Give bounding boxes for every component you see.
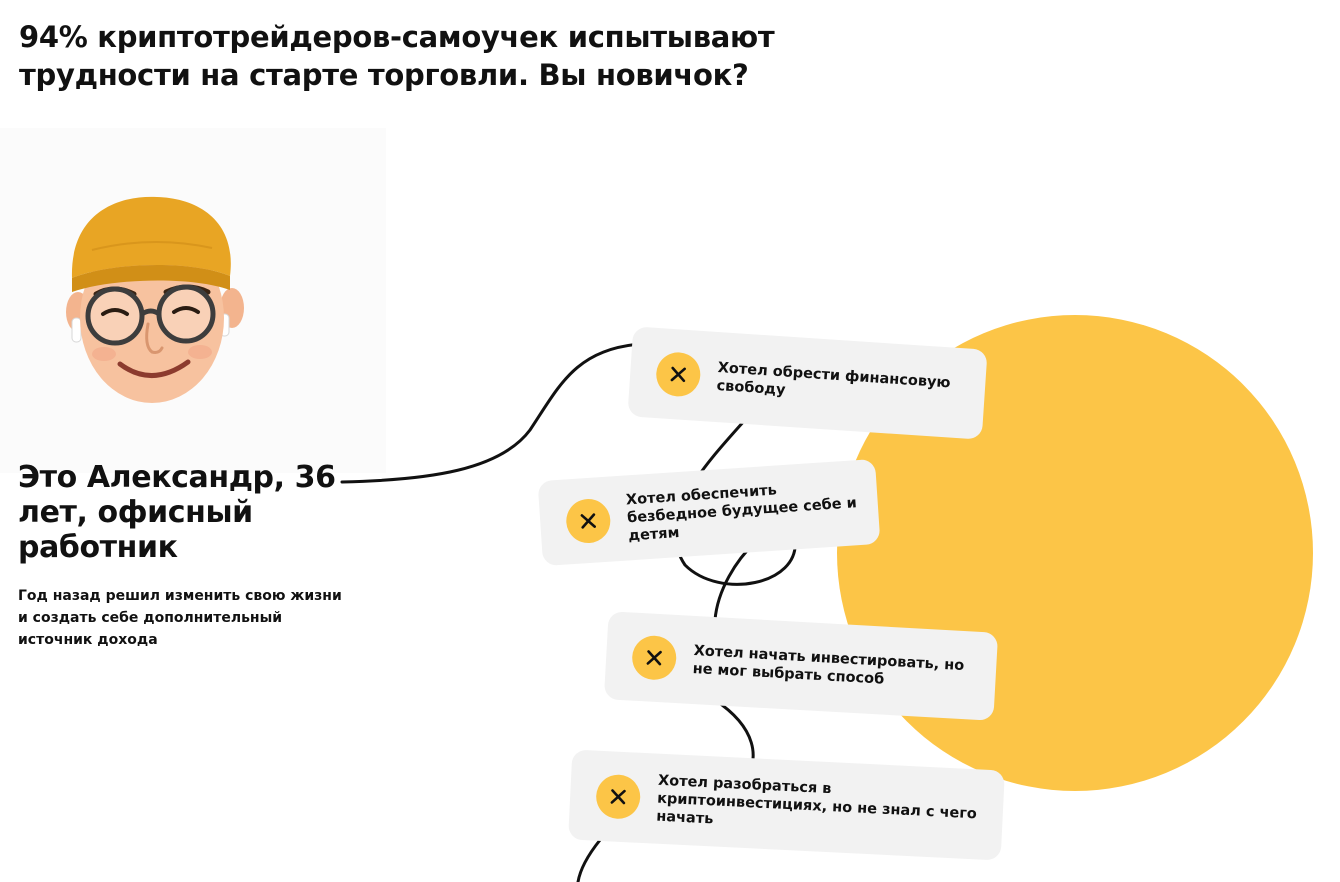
page-headline: 94% криптотрейдеров-самоучек испытывают …	[19, 20, 775, 92]
pain-point-text: Хотел обрести финансовую свободу	[716, 360, 952, 399]
pain-point-card: Хотел обеспечить безбедное будущее себе …	[537, 458, 881, 567]
cross-icon	[654, 351, 702, 398]
cross-icon	[564, 497, 612, 544]
pain-point-text: Хотел начать инвестировать, но не мог вы…	[692, 642, 965, 688]
person-title: Это Александр, 36 лет, офисный работник	[18, 460, 336, 565]
pain-point-text: Хотел разобраться в криптоинвестициях, н…	[655, 772, 978, 828]
cross-icon	[595, 773, 642, 820]
cross-icon	[631, 634, 678, 681]
memoji-avatar-icon	[66, 196, 244, 403]
pain-point-card: Хотел разобраться в криптоинвестициях, н…	[568, 749, 1005, 861]
pain-point-card: Хотел обрести финансовую свободу	[627, 326, 988, 440]
pain-point-card: Хотел начать инвестировать, но не мог вы…	[603, 611, 999, 721]
pain-point-text: Хотел обеспечить безбедное будущее себе …	[625, 481, 858, 544]
person-description: Год назад решил изменить свою жизни и со…	[18, 588, 342, 648]
